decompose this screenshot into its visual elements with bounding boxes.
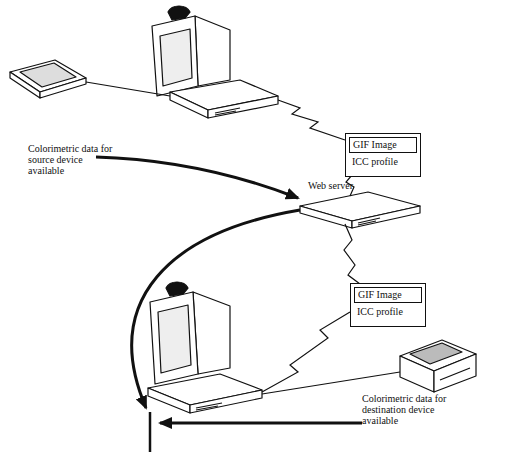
- monitor-bottom: [150, 282, 230, 384]
- computer-top: [170, 80, 278, 118]
- node-title: Web server: [308, 180, 353, 191]
- file-box: GIF ImageICC profile: [345, 133, 421, 177]
- flow-arrow: [160, 422, 362, 425]
- node-title: GIF Image: [354, 287, 422, 303]
- target-bar: [149, 412, 152, 452]
- network-link: [262, 312, 350, 392]
- web-server-device: [300, 192, 420, 228]
- flow-arrows: [96, 157, 362, 423]
- network-link: [278, 100, 345, 140]
- node-text: ICC profile: [354, 303, 422, 318]
- flow-arrow: [96, 157, 298, 198]
- cable: [86, 82, 170, 96]
- scanner: [10, 60, 86, 98]
- server-node: Web server: [298, 180, 423, 230]
- printer: [400, 340, 476, 392]
- node-title: GIF Image: [349, 137, 417, 153]
- network-link: [344, 224, 360, 284]
- cable: [262, 372, 400, 394]
- note-label: Colorimetric data for source device avai…: [28, 143, 120, 176]
- note-label: Colorimetric data for destination device…: [362, 393, 470, 426]
- monitor-top: [152, 6, 230, 96]
- computer-bottom: [148, 374, 262, 413]
- file-box: GIF ImageICC profile: [350, 283, 426, 327]
- flow-arrow: [132, 210, 300, 408]
- node-text: ICC profile: [349, 153, 417, 168]
